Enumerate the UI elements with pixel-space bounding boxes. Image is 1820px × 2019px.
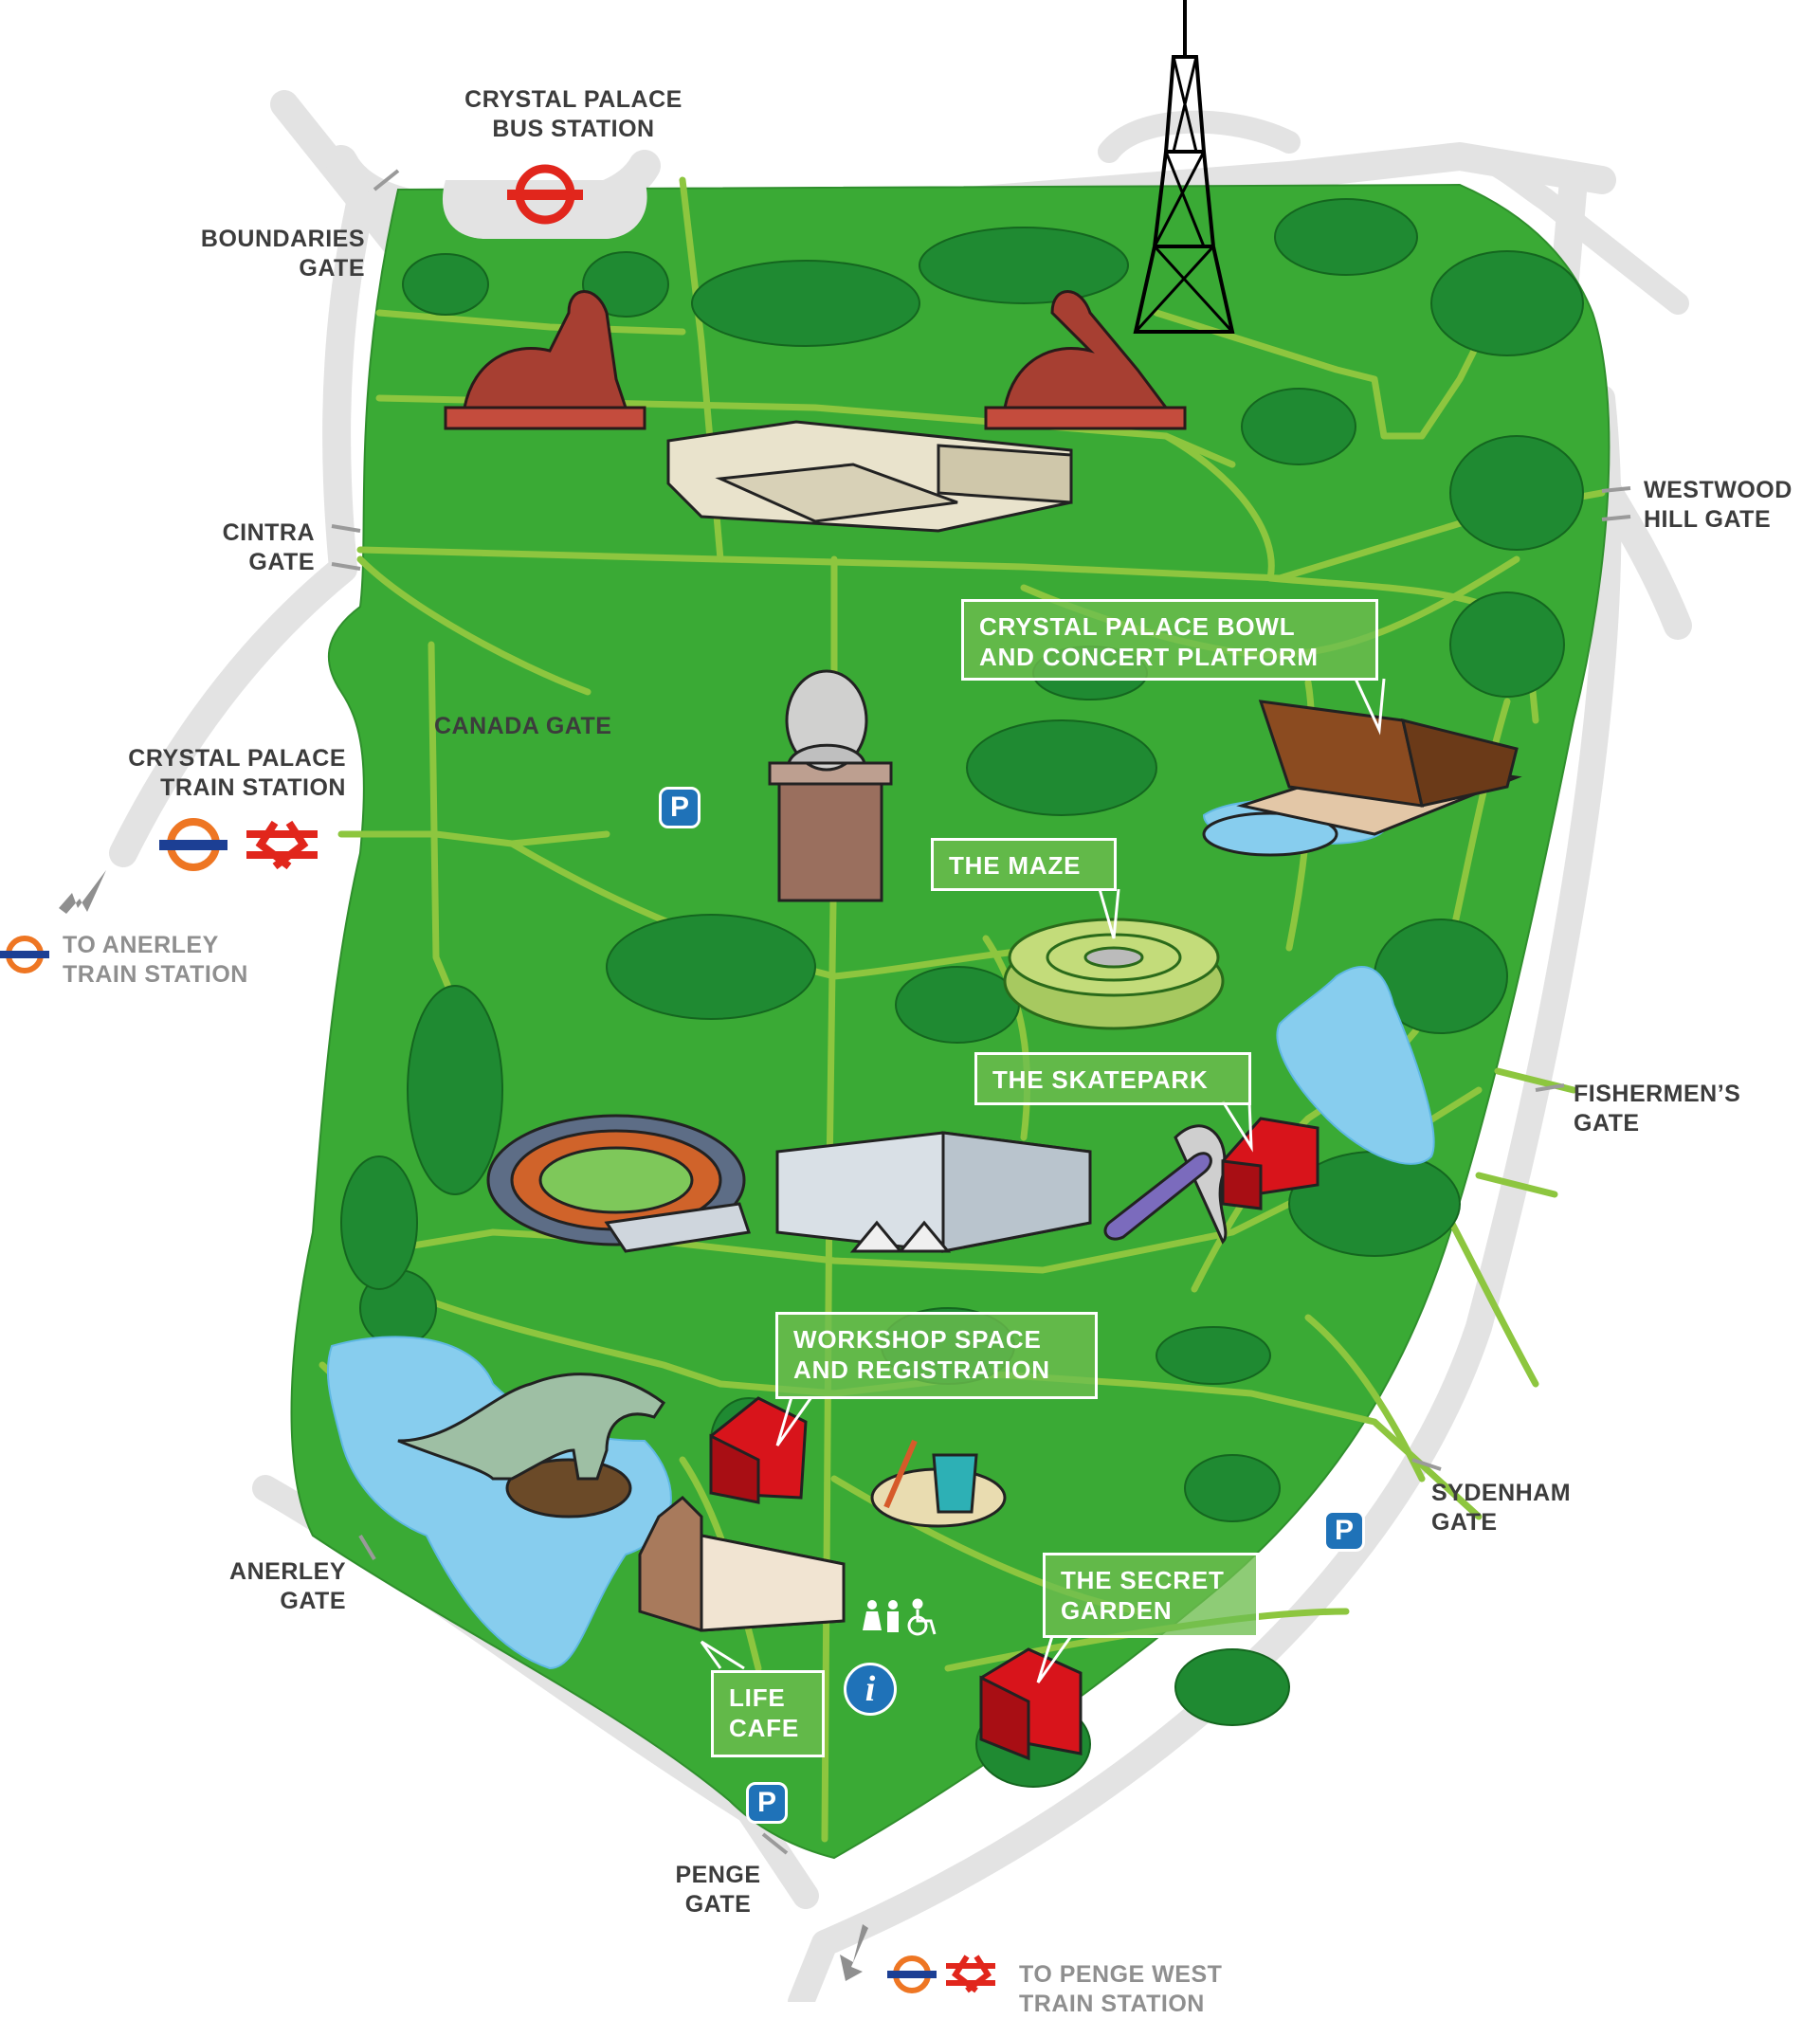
sandpit-illustration	[870, 1439, 1007, 1528]
canada-gate-label: CANADA GATE	[434, 713, 612, 739]
underground-roundel-icon	[507, 164, 583, 225]
callout-life-cafe[interactable]: LIFE CAFE	[711, 1670, 825, 1757]
toilets-icon	[863, 1600, 899, 1632]
anerley-direction-arrow-icon	[59, 870, 106, 914]
sports-centre-illustration	[775, 1131, 1092, 1253]
anerley-gate-label: ANERLEY GATE	[229, 1558, 346, 1614]
fishermens-gate-label: FISHERMEN’S GATE	[1574, 1081, 1741, 1137]
palace-terraces-illustration	[666, 420, 1073, 533]
callout-concert-bowl[interactable]: CRYSTAL PALACE BOWL AND CONCERT PLATFORM	[961, 599, 1378, 681]
parking-icon: P	[746, 1782, 788, 1824]
tv-tower-illustration	[1133, 0, 1235, 334]
sphinx-illustration-left	[444, 290, 646, 430]
callout-secret-garden[interactable]: THE SECRET GARDEN	[1043, 1553, 1259, 1638]
cintra-gate-label: CINTRA GATE	[222, 519, 315, 575]
information-icon: i	[844, 1663, 897, 1716]
boundaries-gate-label: BOUNDARIES GATE	[200, 226, 365, 282]
penge-direction-arrow-icon	[840, 1924, 868, 1981]
bust-statue-illustration	[768, 669, 893, 902]
train-station-label: CRYSTAL PALACE TRAIN STATION	[128, 745, 346, 801]
parking-icon: P	[659, 787, 701, 828]
tent-workshop	[709, 1396, 808, 1504]
callout-pointers	[700, 678, 1386, 1683]
sphinx-illustration-right	[984, 290, 1187, 430]
parking-icon: P	[1323, 1510, 1365, 1552]
wheelchair-accessible-icon	[907, 1598, 937, 1636]
anerley-overground-roundel-icon	[0, 936, 49, 973]
bus-station-area	[442, 180, 647, 239]
national-rail-icon	[246, 820, 318, 870]
callout-workshop-registration[interactable]: WORKSHOP SPACE AND REGISTRATION	[775, 1312, 1098, 1399]
anerley-train-station-label: TO ANERLEY TRAIN STATION	[63, 932, 248, 988]
callout-skatepark[interactable]: THE SKATEPARK	[974, 1052, 1251, 1105]
cafe-building-illustration	[638, 1495, 846, 1632]
penge-overground-roundel-icon	[887, 1955, 937, 1993]
stadium-illustration	[486, 1114, 751, 1253]
tent-secret-garden	[979, 1647, 1083, 1761]
callout-maze[interactable]: THE MAZE	[931, 838, 1117, 891]
sydenham-gate-label: SYDENHAM GATE	[1431, 1480, 1572, 1536]
concert-bowl-illustration	[1202, 700, 1522, 857]
roads	[109, 90, 1692, 2002]
penge-national-rail-icon	[946, 1955, 995, 1993]
penge-west-train-station-label: TO PENGE WEST TRAIN STATION	[1019, 1961, 1223, 2017]
dinosaur-illustration	[397, 1373, 666, 1519]
westwood-hill-gate-label: WESTWOOD HILL GATE	[1644, 477, 1793, 533]
overground-roundel-icon	[159, 818, 228, 871]
bus-station-label: CRYSTAL PALACE BUS STATION	[464, 86, 682, 142]
penge-gate-label: PENGE GATE	[675, 1862, 761, 1918]
gate-markers	[331, 169, 1631, 1855]
tent-skatepark	[1221, 1117, 1320, 1210]
